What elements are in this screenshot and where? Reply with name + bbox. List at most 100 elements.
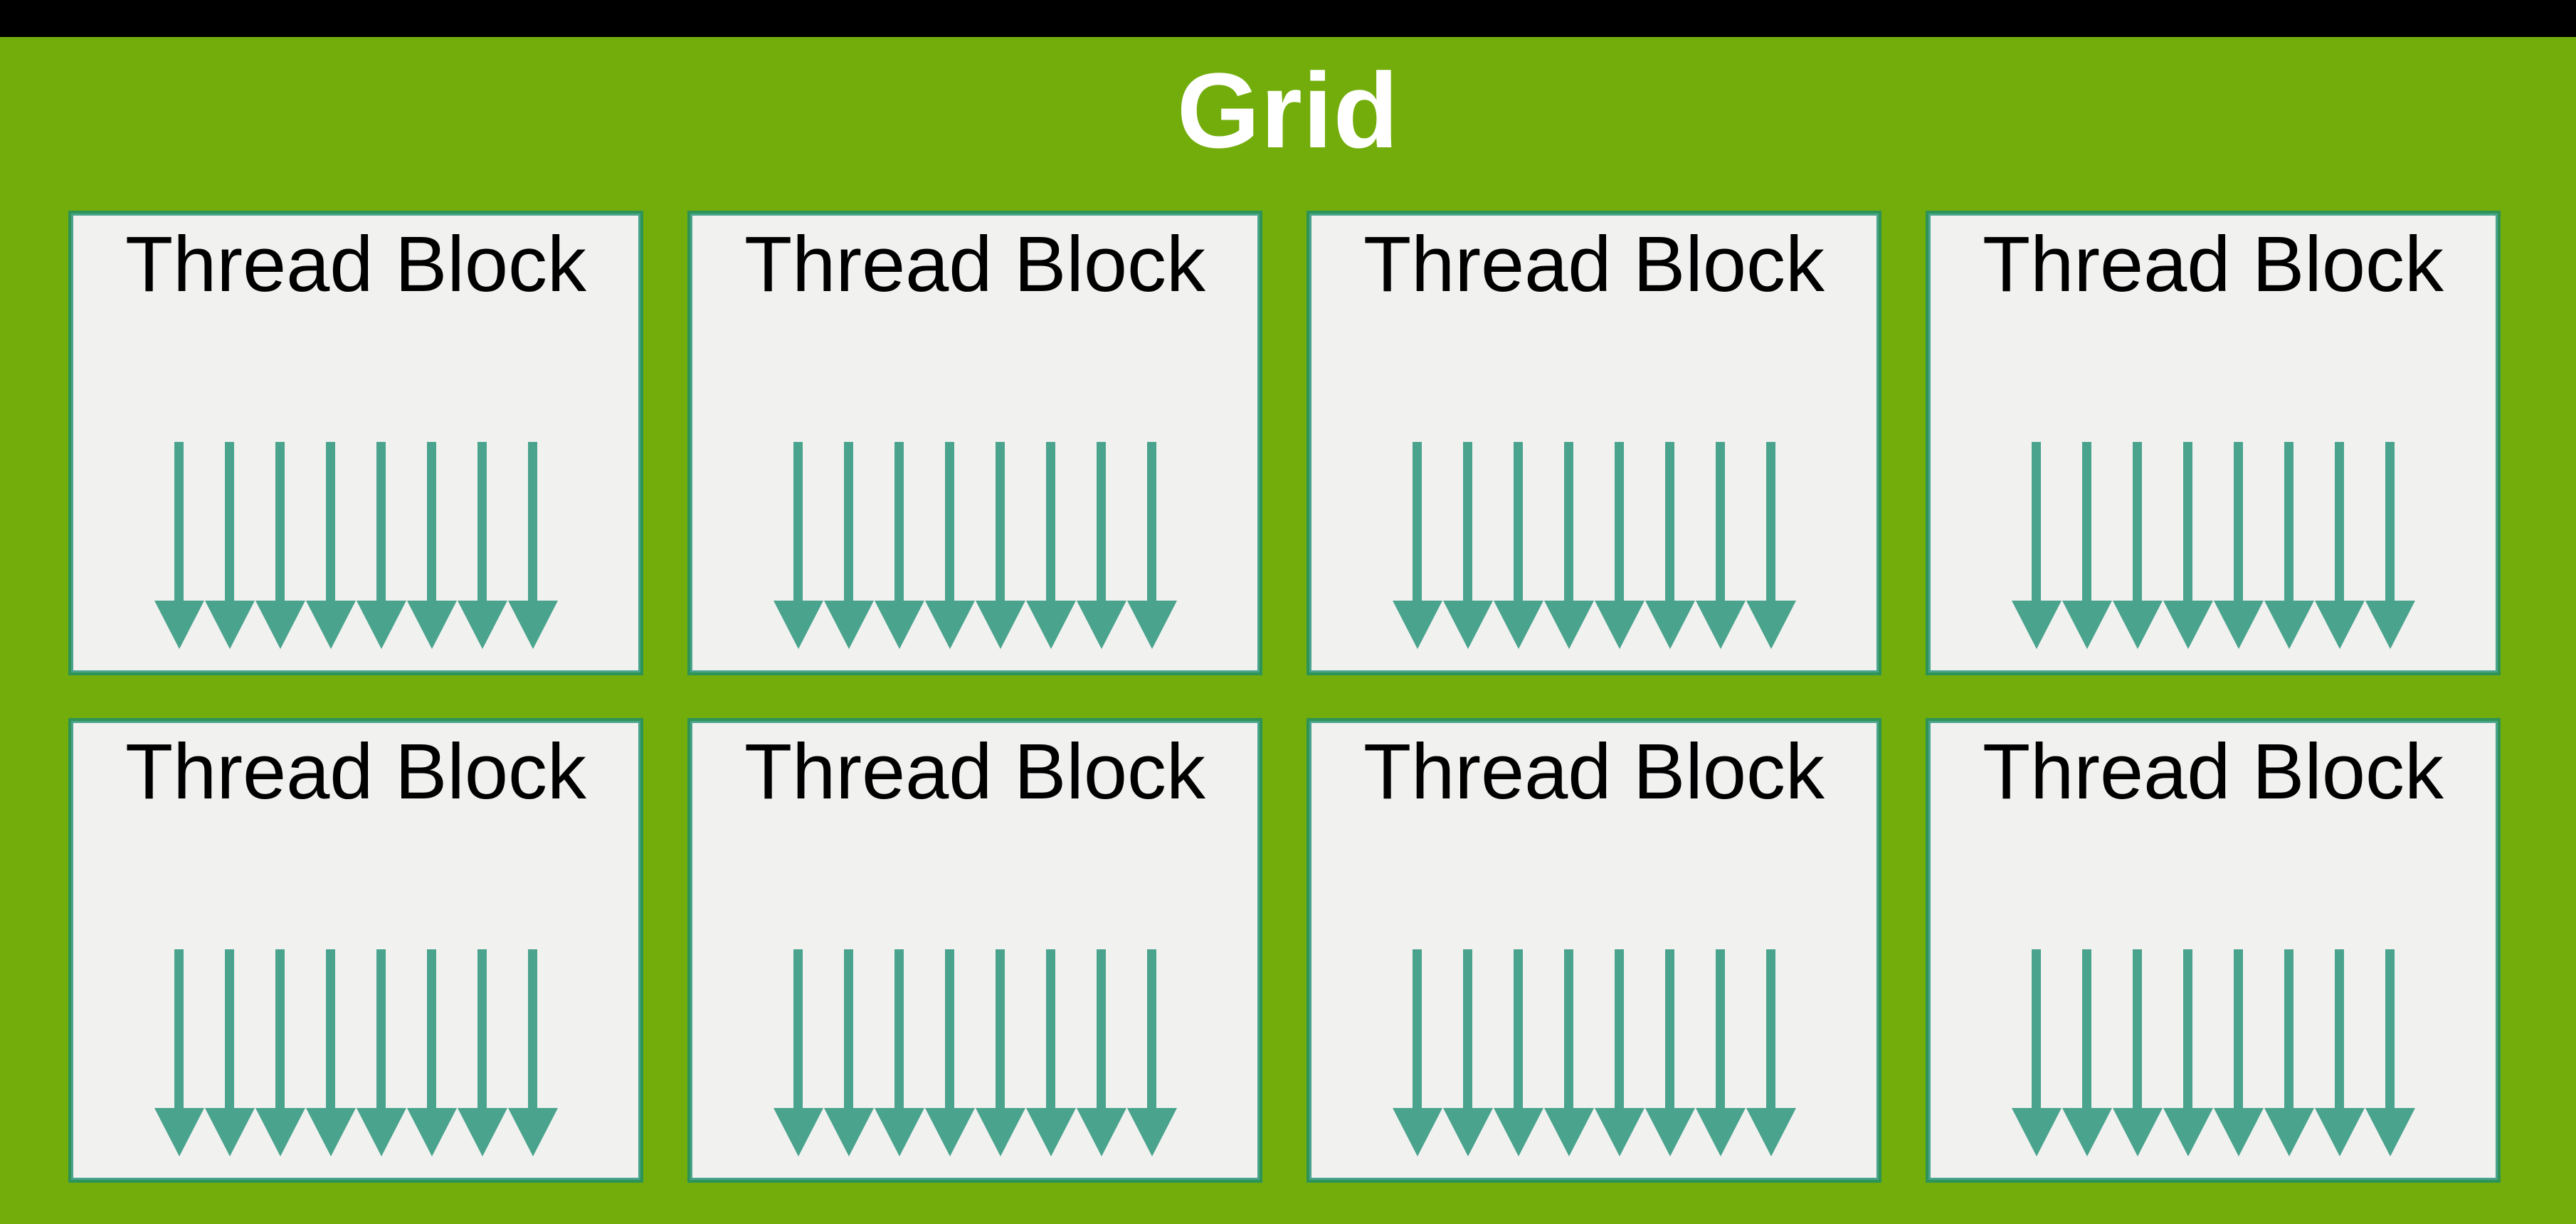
arrow-head: [1695, 1108, 1746, 1156]
thread-arrow-icon: [773, 949, 823, 1156]
thread-arrow-icon: [1025, 442, 1076, 649]
arrow-head: [1645, 601, 1695, 649]
arrow-shaft: [996, 949, 1005, 1108]
grid-panel: Grid Thread Block Thread Block Thread Bl…: [0, 37, 2576, 1224]
arrow-head: [1392, 601, 1442, 649]
thread-arrow-icon: [255, 949, 305, 1156]
thread-arrow-icon: [1392, 949, 1442, 1156]
arrow-head: [457, 601, 507, 649]
thread-arrow-icon: [204, 442, 255, 649]
thread-blocks-grid: Thread Block Thread Block Thread Block T…: [68, 211, 2501, 1183]
thread-block-label: Thread Block: [125, 728, 587, 816]
thread-arrow-icon: [1442, 442, 1493, 649]
arrow-head: [2163, 601, 2213, 649]
arrow-head: [457, 1108, 507, 1156]
thread-arrow-icon: [507, 442, 558, 649]
thread-arrows-group: [73, 442, 638, 649]
arrow-head: [255, 1108, 305, 1156]
thread-arrow-icon: [2062, 442, 2112, 649]
arrow-shaft: [2284, 949, 2293, 1108]
arrow-head: [1442, 601, 1493, 649]
arrow-head: [1442, 1108, 1493, 1156]
thread-arrow-icon: [305, 442, 356, 649]
arrow-head: [874, 601, 924, 649]
thread-block-label: Thread Block: [1363, 221, 1825, 308]
arrow-shaft: [996, 442, 1005, 601]
thread-arrows-group: [73, 949, 638, 1156]
arrow-head: [1025, 601, 1076, 649]
thread-arrow-icon: [2314, 442, 2365, 649]
thread-arrow-icon: [507, 949, 558, 1156]
arrow-head: [2365, 601, 2415, 649]
arrow-head: [204, 601, 255, 649]
arrow-head: [1746, 1108, 1796, 1156]
arrow-shaft: [1463, 949, 1472, 1108]
thread-arrow-icon: [1493, 442, 1543, 649]
arrow-head: [924, 1108, 975, 1156]
thread-arrow-icon: [1746, 442, 1796, 649]
thread-arrow-icon: [255, 442, 305, 649]
arrow-shaft: [2082, 442, 2091, 601]
arrow-head: [2163, 1108, 2213, 1156]
arrow-head: [204, 1108, 255, 1156]
thread-block-label: Thread Block: [1982, 728, 2444, 816]
thread-arrow-icon: [204, 949, 255, 1156]
thread-arrow-icon: [1594, 442, 1645, 649]
thread-block-label: Thread Block: [1982, 221, 2444, 308]
arrow-head: [2365, 1108, 2415, 1156]
thread-block: Thread Block: [687, 211, 1262, 675]
thread-arrow-icon: [2011, 949, 2062, 1156]
arrow-shaft: [2234, 949, 2243, 1108]
thread-block-label: Thread Block: [744, 221, 1206, 308]
thread-arrows-group: [692, 442, 1257, 649]
arrow-shaft: [376, 442, 386, 601]
arrow-head: [1594, 1108, 1645, 1156]
thread-arrow-icon: [154, 442, 204, 649]
arrow-head: [1493, 1108, 1543, 1156]
arrow-shaft: [2183, 442, 2192, 601]
arrow-head: [823, 601, 874, 649]
arrow-shaft: [2284, 442, 2293, 601]
arrow-shaft: [1665, 949, 1674, 1108]
thread-block: Thread Block: [1307, 718, 1881, 1183]
arrow-head: [1543, 1108, 1594, 1156]
arrow-head: [1746, 601, 1796, 649]
arrow-shaft: [427, 949, 436, 1108]
arrow-head: [2062, 601, 2112, 649]
thread-block: Thread Block: [68, 211, 643, 675]
thread-arrow-icon: [874, 949, 924, 1156]
arrow-head: [1493, 601, 1543, 649]
thread-block: Thread Block: [687, 718, 1262, 1183]
arrow-shaft: [1413, 949, 1422, 1108]
arrow-shaft: [844, 949, 853, 1108]
thread-arrow-icon: [356, 442, 406, 649]
arrow-head: [2264, 1108, 2314, 1156]
thread-arrow-icon: [1594, 949, 1645, 1156]
arrow-head: [1126, 601, 1177, 649]
thread-arrow-icon: [406, 949, 457, 1156]
arrow-shaft: [427, 442, 436, 601]
thread-arrow-icon: [1442, 949, 1493, 1156]
thread-arrow-icon: [773, 442, 823, 649]
thread-block: Thread Block: [1926, 718, 2501, 1183]
thread-arrow-icon: [356, 949, 406, 1156]
thread-arrow-icon: [1543, 949, 1594, 1156]
thread-arrow-icon: [2163, 949, 2213, 1156]
thread-arrow-icon: [1392, 442, 1442, 649]
arrow-shaft: [2234, 442, 2243, 601]
thread-arrow-icon: [823, 442, 874, 649]
arrow-head: [975, 1108, 1025, 1156]
arrow-head: [1543, 601, 1594, 649]
thread-arrow-icon: [457, 949, 507, 1156]
thread-arrow-icon: [1543, 442, 1594, 649]
arrow-shaft: [174, 949, 184, 1108]
arrow-shaft: [2335, 949, 2344, 1108]
thread-arrow-icon: [305, 949, 356, 1156]
thread-arrow-icon: [2264, 442, 2314, 649]
arrow-head: [2314, 601, 2365, 649]
thread-arrow-icon: [1025, 949, 1076, 1156]
arrow-shaft: [894, 442, 904, 601]
arrow-shaft: [1665, 442, 1674, 601]
arrow-head: [2112, 601, 2163, 649]
